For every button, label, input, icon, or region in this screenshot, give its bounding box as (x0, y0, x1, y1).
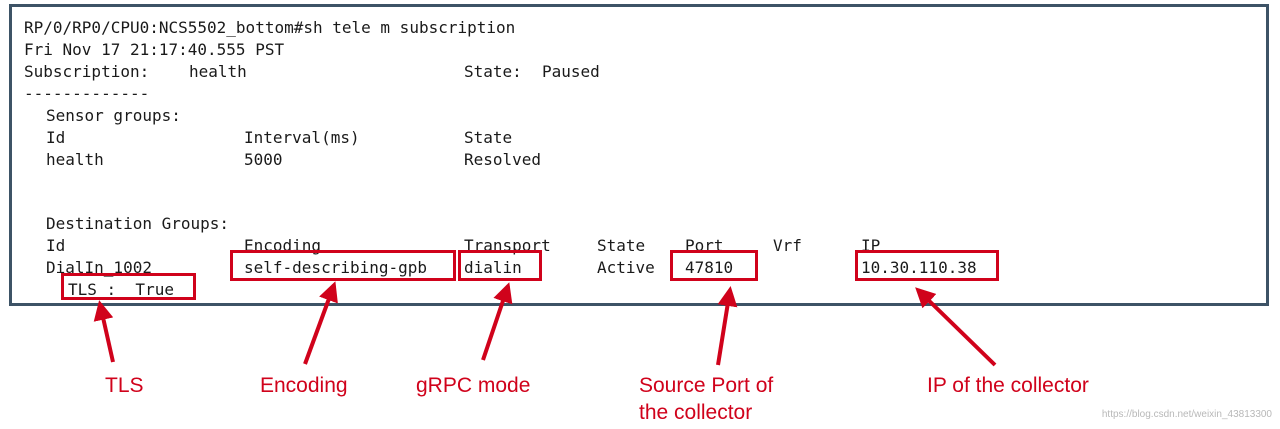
sensor-col-interval: Interval(ms) (244, 128, 360, 147)
callout-ip-collector: IP of the collector (927, 374, 1089, 397)
callout-tls: TLS (105, 374, 144, 397)
ip-highlight-box (855, 250, 999, 281)
sensor-row-state: Resolved (464, 150, 542, 169)
grpc-mode-arrow (481, 282, 513, 361)
port-highlight-box (670, 250, 758, 281)
sensor-row-interval: 5000 (244, 150, 283, 169)
terminal-output: RP/0/RP0/CPU0:NCS5502_bottom#sh tele m s… (9, 4, 1269, 306)
dest-row-id: DialIn_1002 (46, 258, 152, 277)
encoding-arrow (303, 281, 338, 365)
timestamp: Fri Nov 17 21:17:40.555 PST (24, 40, 285, 59)
dest-row-encoding: self-describing-gpb (244, 258, 428, 277)
transport-highlight-box (458, 250, 542, 281)
dest-row-port: 47810 (685, 258, 734, 277)
sensor-col-state: State (464, 128, 513, 147)
subscription-label: Subscription: (24, 62, 150, 81)
dest-col-state: State (597, 236, 646, 255)
ip-arrow (915, 287, 997, 367)
callout-encoding: Encoding (260, 374, 348, 397)
state-label: State: (464, 62, 522, 81)
tls-line: TLS : True (68, 280, 174, 299)
callout-source-port: Source Port of the collector (639, 374, 774, 424)
state-value: Paused (542, 62, 600, 81)
command-prompt: RP/0/RP0/CPU0:NCS5502_bottom#sh tele m s… (24, 18, 516, 37)
dest-row-transport: dialin (464, 258, 522, 277)
dest-col-vrf: Vrf (773, 236, 802, 255)
tls-arrow (93, 300, 115, 363)
destination-groups-heading: Destination Groups: (46, 214, 230, 233)
dest-col-id: Id (46, 236, 66, 255)
sensor-groups-heading: Sensor groups: (46, 106, 181, 125)
sensor-col-id: Id (46, 128, 66, 147)
dest-row-state: Active (597, 258, 655, 277)
separator-line: ------------- (24, 84, 150, 103)
callout-grpc-mode: gRPC mode (416, 374, 531, 397)
tls-highlight-box (61, 273, 196, 300)
dest-row-ip: 10.30.110.38 (861, 258, 977, 277)
source-port-arrow (716, 286, 738, 366)
subscription-name: health (189, 62, 247, 81)
sensor-row-id: health (46, 150, 104, 169)
encoding-highlight-box (230, 250, 456, 281)
watermark-text: https://blog.csdn.net/weixin_43813300 (1101, 409, 1272, 420)
